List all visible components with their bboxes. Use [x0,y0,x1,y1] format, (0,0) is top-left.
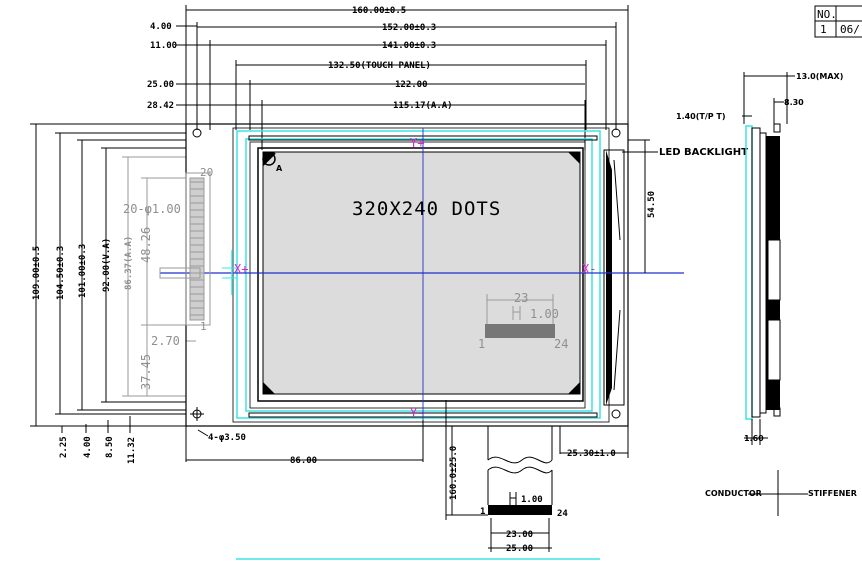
inset-pin-1: 1 [478,337,485,351]
dim-side-thickness: 13.0(MAX) [796,72,843,81]
dim-bezel-width: 141.00±0.3 [382,41,436,51]
corner-mark: A [276,164,283,173]
dim-left-4: 4.00 [150,22,172,32]
fpc-tail: 25.30±1.0 160.0±25.0 1.00 1 24 23.00 25.… [446,425,629,554]
pin-lines [190,181,204,316]
touch-panel-outline [236,130,601,419]
fpc-pin-first: 1 [480,507,485,517]
dim-left-11: 11.00 [150,41,177,51]
dim-side-830: 8.30 [784,98,804,107]
pin-pitch-label: 2.70 [151,334,180,348]
dim-active-height: 86.37(A.A) [124,236,134,290]
dim-bottom-1132: 11.32 [127,437,137,464]
dim-pin-height: 48.26 [139,227,153,263]
dim-side-tp: 1.40(T/P T) [676,112,726,121]
conductor-label: CONDUCTOR [705,489,762,498]
side-view: 13.0(MAX) 8.30 1.40(T/P T) 1.60 CONDUCTO… [676,72,857,516]
dim-bottom-400: 4.00 [83,436,93,458]
touch-y-plus: Y+ [410,136,424,150]
title-block: NO. 1 06/ [814,5,862,38]
bottom-left-dims: 86.00 4-φ3.50 2.25 4.00 8.50 11.32 [59,416,424,466]
pin-20-label: 20 [200,166,213,179]
touch-y-minus: Y- [410,406,424,420]
mounting-hole-tr-icon [611,128,621,138]
pin-1-label: 1 [200,320,207,333]
dim-backlight-offset: 54.50 [647,191,657,218]
dim-fpc-pitch: 1.00 [521,495,543,505]
dim-bottom-225: 2.25 [59,436,69,458]
title-row-date: 06/ [840,23,860,36]
dim-outline-width: 160.00±0.5 [352,6,406,16]
dim-side-160: 1.60 [744,434,764,443]
dim-fpc-width: 25.00 [506,544,533,554]
dim-pin-offset: 37.45 [139,354,153,390]
dim-view-height: 92.00(V.A) [102,238,112,292]
mounting-hole-br-icon [611,409,621,419]
dim-bezel-height: 101.00±0.3 [78,244,88,298]
inset-pin-24: 24 [554,337,568,351]
dim-left-2842: 28.42 [147,101,174,111]
touch-x-plus: X+ [234,262,248,276]
mounting-hole-tl-icon [192,128,202,138]
fpc-inset: 23 1.00 1 24 [478,291,568,351]
pin-hole-label: 20-φ1.00 [123,202,181,216]
stiffener-label: STIFFENER [808,489,857,498]
title-col-no: NO. [817,8,837,21]
dim-mounting-holes: 4-φ3.50 [208,433,246,443]
touch-x-minus: X- [582,262,596,276]
dim-hole-pitch: 152.00±0.3 [382,23,436,33]
dim-hole-pitch-v: 104.50±0.3 [56,246,66,300]
fpc-pin-last: 24 [557,509,568,519]
dim-fpc-offset: 25.30±1.0 [567,449,616,459]
left-dimensions: 109.00±0.5 104.50±0.3 101.00±0.3 92.00(V… [30,123,186,427]
top-dimensions: 160.00±0.5 152.00±0.3 141.00±0.3 132.50(… [185,5,629,150]
inset-23-label: 23 [514,291,528,305]
dim-active-width: 115.17(A.A) [393,101,453,111]
pin-header: 20 1 [159,166,237,333]
dim-touch-panel-width: 132.50(TOUCH PANEL) [328,61,431,71]
led-backlight-label: LED BACKLIGHT [659,147,748,158]
left-offset-labels: 4.00 11.00 25.00 28.42 [147,22,262,111]
inset-100-label: 1.00 [530,307,559,321]
dim-fpc-pitch-inner: 23.00 [506,530,533,540]
dim-bottom-850: 8.50 [105,436,115,458]
dim-left-25: 25.00 [147,80,174,90]
dim-center-86: 86.00 [290,456,317,466]
title-row-value: 1 [820,23,827,36]
dim-fpc-length: 160.0±25.0 [449,446,459,500]
dim-outline-height: 109.00±0.5 [32,246,42,300]
resolution-label: 320X240 DOTS [352,198,501,220]
module-outline [185,123,629,427]
pin1-marker-icon [262,152,276,166]
dim-viewing-width: 122.00 [395,80,428,90]
